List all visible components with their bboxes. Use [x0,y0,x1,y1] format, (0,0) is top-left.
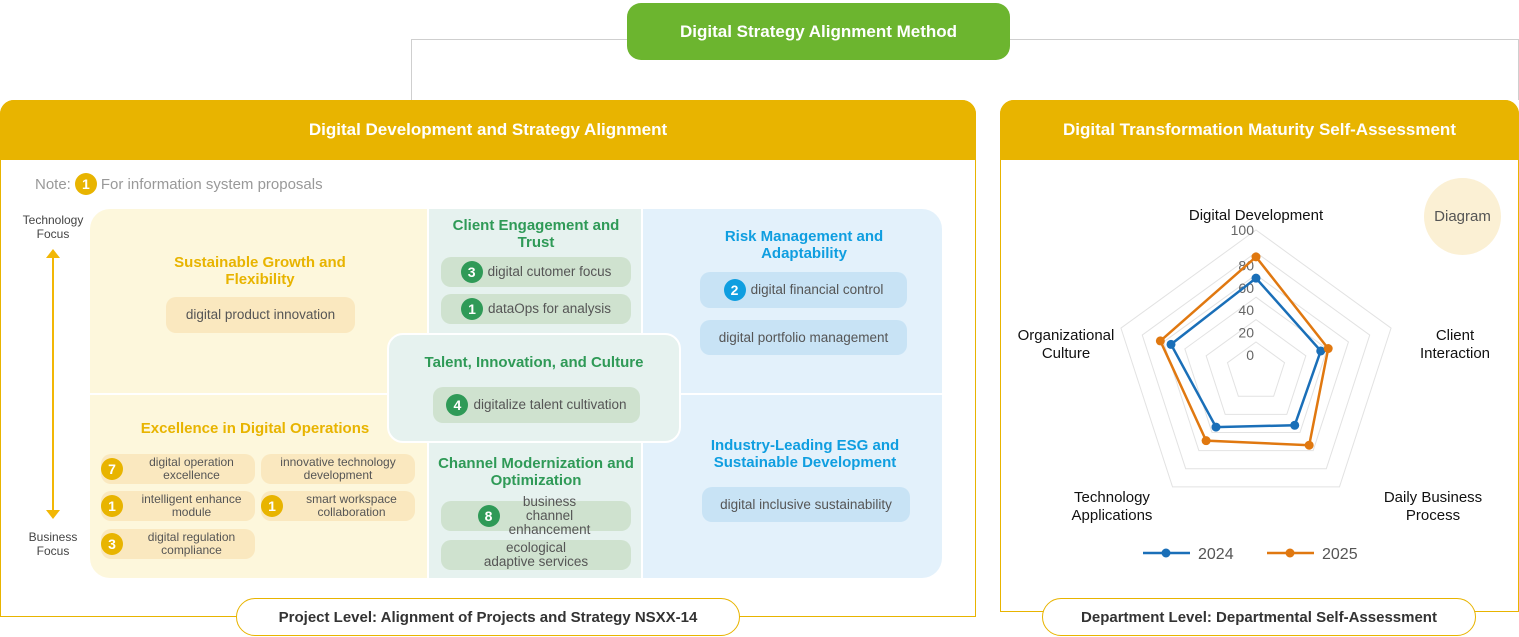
item-label: digital portfolio management [718,329,889,345]
focus-arrow [46,249,60,519]
grid-ring [1184,296,1328,434]
item-digital-operation-excellence[interactable]: 7 digital operation excellence [101,454,255,484]
axis-label: Interaction [1420,345,1490,362]
axis-label: Client [1436,327,1475,344]
axis-label: Applications [1072,507,1153,524]
item-label: digital product innovation [185,307,336,322]
data-point-2024 [1166,339,1176,349]
item-digital-regulation-compliance[interactable]: 3 digital regulation compliance [101,529,255,559]
axis-label: Daily Business [1384,489,1482,506]
item-label: digital financial control [750,282,884,297]
item-label: digitalize talent cultivation [473,397,627,412]
quadrant-title-esg: Industry-Leading ESG and Sustainable Dev… [710,437,900,471]
item-label: digital cutomer focus [487,264,612,279]
technology-focus-label: Technology Focus [22,213,84,241]
diagram-badge: Diagram [1424,178,1501,255]
data-point-2025 [1304,440,1314,450]
note: Note: 1 For information system proposals [35,173,323,195]
grid-ring [1162,274,1350,452]
quadrant-title-risk: Risk Management and Adaptability [724,228,884,262]
grid-ring [1120,229,1392,488]
connector-left-h [411,39,627,40]
item-label: business channel enhancement [508,494,591,537]
item-intelligent-enhance-module[interactable]: 1 intelligent enhance module [101,491,255,521]
series-line-2025 [1158,255,1330,447]
item-business-channel-enhancement[interactable]: 8 business channel enhancement [441,495,631,537]
note-badge: 1 [74,173,97,195]
method-title: Digital Strategy Alignment Method [627,3,1010,60]
grid-ring [1226,341,1286,397]
item-ecological-adaptive-services[interactable]: ecological adaptive services [441,540,631,570]
business-focus-label: Business Focus [28,530,78,558]
item-label: digital operation excellence [149,455,234,482]
connector-left-v [411,39,412,100]
badge: 1 [101,495,123,517]
item-digital-customer-focus[interactable]: 3 digital cutomer focus [441,257,631,287]
badge: 8 [477,505,500,527]
project-level-footer: Project Level: Alignment of Projects and… [236,598,740,636]
axis-label: Digital Development [1189,207,1324,224]
item-digital-financial-control[interactable]: 2 digital financial control [700,272,907,308]
item-label: digital regulation compliance [147,530,236,557]
axis-label: Organizational [1018,327,1115,344]
item-digital-inclusive-sustainability[interactable]: digital inclusive sustainability [702,487,910,522]
item-smart-workspace-collaboration[interactable]: 1 smart workspace collaboration [261,491,415,521]
series-line-2024 [1169,276,1323,429]
tick-label: 0 [1246,347,1254,363]
quadrant-title-operations: Excellence in Digital Operations [140,420,370,437]
item-digital-product-innovation[interactable]: digital product innovation [166,297,355,333]
badge: 3 [460,261,483,283]
maturity-panel-header: Digital Transformation Maturity Self-Ass… [1000,100,1519,160]
quadrant-title-channel: Channel Modernization and Optimization [438,455,634,489]
note-prefix: Note: [35,175,71,193]
badge: 3 [101,533,123,555]
quadrant-title-sustainable: Sustainable Growth and Flexibility [174,254,346,288]
data-point-2024 [1290,420,1300,430]
item-label: intelligent enhance module [141,492,242,519]
data-point-2025 [1155,336,1165,346]
grid-ring [1205,318,1307,415]
axis-label: Technology [1074,489,1150,506]
legend-label: 2024 [1198,546,1234,563]
item-dataops[interactable]: 1 dataOps for analysis [441,294,631,324]
item-label: smart workspace collaboration [306,492,397,519]
alignment-panel-header: Digital Development and Strategy Alignme… [0,100,976,160]
axis-label: Culture [1042,345,1090,362]
data-point-2024 [1251,273,1261,283]
note-text: For information system proposals [100,175,323,193]
connector-right-h [1010,39,1519,40]
legend-marker-2024 [1161,548,1171,558]
tick-label: 100 [1231,222,1255,238]
badge: 2 [723,279,746,301]
data-point-2025 [1251,252,1261,262]
quadrant-title-client: Client Engagement and Trust [452,217,620,251]
axis-label: Process [1406,507,1460,524]
quadrant-title-talent: Talent, Innovation, and Culture [424,354,644,371]
badge: 4 [446,394,469,416]
diagram-badge-label: Diagram [1434,208,1491,225]
maturity-panel: Digital Transformation Maturity Self-Ass… [1000,100,1519,612]
grid-ring [1141,251,1371,470]
item-digitalize-talent-cultivation[interactable]: 4 digitalize talent cultivation [433,387,640,423]
item-label: dataOps for analysis [487,301,612,316]
data-point-2025 [1323,344,1333,354]
department-level-footer: Department Level: Departmental Self-Asse… [1042,598,1476,636]
badge: 1 [261,495,283,517]
badge: 7 [101,458,123,480]
legend-marker-2025 [1285,548,1295,558]
data-point-2024 [1316,346,1326,356]
item-innovative-technology-development[interactable]: innovative technology development [261,454,415,484]
item-label: digital inclusive sustainability [720,496,892,512]
data-point-2025 [1201,436,1211,446]
legend-label: 2025 [1322,546,1358,563]
item-digital-portfolio-management[interactable]: digital portfolio management [700,320,907,355]
data-point-2024 [1211,422,1221,432]
item-label: innovative technology development [280,455,396,482]
tick-label: 20 [1238,325,1254,341]
badge: 1 [460,298,483,320]
tick-label: 40 [1238,302,1254,318]
item-label: ecological adaptive services [483,540,589,569]
